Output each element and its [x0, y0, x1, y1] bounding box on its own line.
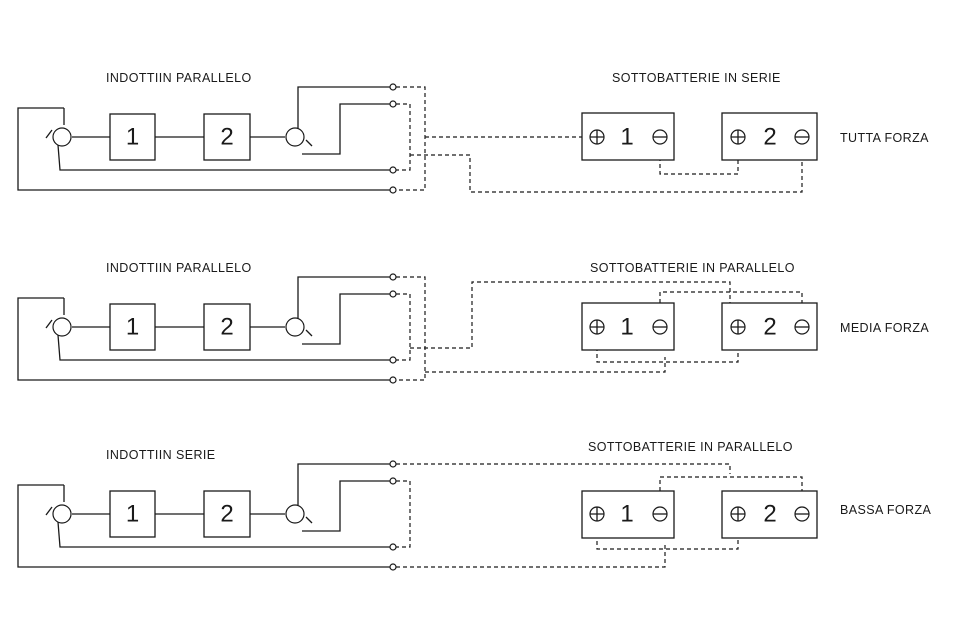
battery-config-label: SOTTOBATTERIE IN PARALLELO [590, 261, 795, 275]
battery-1-label: 1 [620, 124, 633, 151]
armature-1-label: 1 [126, 124, 139, 151]
connector-terminals [389, 273, 397, 384]
brush-switch-left-icon [52, 127, 72, 147]
armature-1-label: 1 [126, 501, 139, 528]
plus-terminal-icon [730, 319, 746, 335]
armature-circuit [17, 276, 390, 381]
armature-2-label: 2 [220, 124, 233, 151]
power-level-label: BASSA FORZA [840, 503, 931, 517]
minus-terminal-icon [794, 506, 810, 522]
row-tutta-forza: INDOTTIIN PARALLELO SOTTOBATTERIE IN SER… [17, 71, 929, 194]
armature-1-box [109, 113, 156, 161]
armature-1-box [109, 490, 156, 538]
battery-config-label: SOTTOBATTERIE IN SERIE [612, 71, 781, 85]
plus-terminal-icon [589, 129, 605, 145]
armature-circuit [17, 86, 390, 191]
armature-2-label: 2 [220, 314, 233, 341]
minus-terminal-icon [794, 319, 810, 335]
plus-terminal-icon [730, 129, 746, 145]
power-level-label: TUTTA FORZA [840, 131, 929, 145]
plus-terminal-icon [589, 319, 605, 335]
battery-1-label: 1 [620, 501, 633, 528]
armature-1-box [109, 303, 156, 351]
brush-switch-left-icon [52, 317, 72, 337]
plus-terminal-icon [730, 506, 746, 522]
battery-1-label: 1 [620, 314, 633, 341]
armature-2-box [203, 303, 251, 351]
battery-2-label: 2 [763, 314, 776, 341]
connector-terminals [389, 83, 397, 194]
dashed-connections [396, 276, 803, 381]
minus-terminal-icon [652, 129, 668, 145]
connector-terminals [389, 460, 397, 571]
dashed-connections [396, 86, 803, 193]
plus-terminal-icon [589, 506, 605, 522]
battery-2-label: 2 [763, 501, 776, 528]
brush-switch-left-icon [52, 504, 72, 524]
armature-1-label: 1 [126, 314, 139, 341]
row-media-forza: INDOTTIIN PARALLELO SOTTOBATTERIE IN PAR… [17, 261, 929, 384]
brush-switch-right-icon [285, 317, 305, 337]
minus-terminal-icon [652, 319, 668, 335]
armature-circuit [17, 463, 390, 568]
armature-2-box [203, 490, 251, 538]
battery-2-label: 2 [763, 124, 776, 151]
armature-2-label: 2 [220, 501, 233, 528]
battery-config-label: SOTTOBATTERIE IN PARALLELO [588, 440, 793, 454]
power-level-label: MEDIA FORZA [840, 321, 929, 335]
armature-config-label: INDOTTIIN PARALLELO [106, 71, 252, 85]
armature-config-label: INDOTTIIN SERIE [106, 448, 215, 462]
brush-switch-right-icon [285, 127, 305, 147]
brush-switch-right-icon [285, 504, 305, 524]
row-bassa-forza: INDOTTIIN SERIE SOTTOBATTERIE IN PARALLE… [17, 440, 931, 571]
armature-config-label: INDOTTIIN PARALLELO [106, 261, 252, 275]
armature-2-box [203, 113, 251, 161]
minus-terminal-icon [652, 506, 668, 522]
minus-terminal-icon [794, 129, 810, 145]
